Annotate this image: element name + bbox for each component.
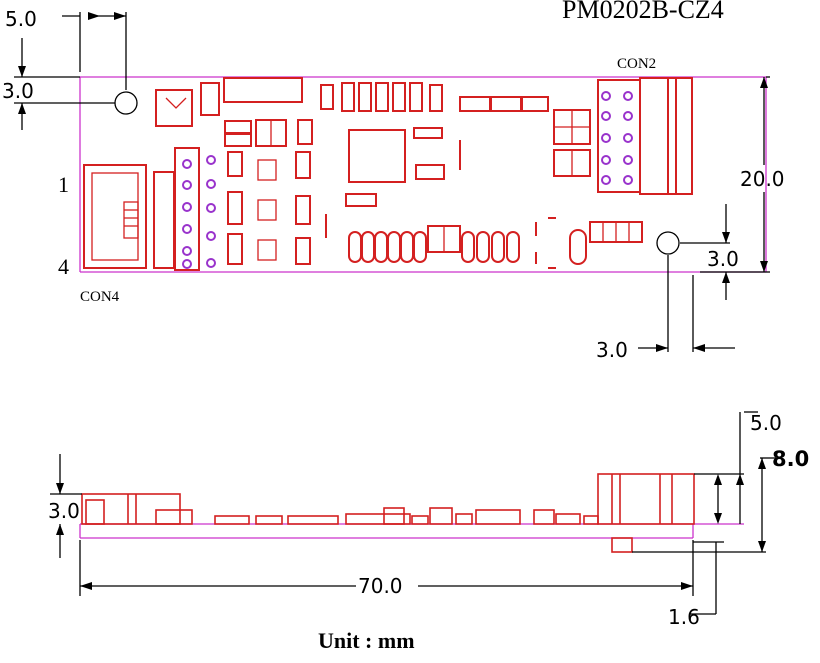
dim-hole-offset-x: 5.0 [5,7,37,31]
dim-hole-offset-y-top: 3.0 [2,79,34,103]
dim-board-length: 70.0 [358,574,403,598]
con4-connector [83,147,200,271]
top-view-dimensions: 5.0 3.0 20.0 3.0 3.0 [2,7,785,362]
side-view [79,473,744,553]
side-view-dimensions: 3.0 5.0 8.0 70.0 1.6 [48,411,809,629]
mounting-hole-left [114,91,138,115]
dim-height-right-small: 5.0 [750,411,782,435]
con2-label: CON2 [617,56,656,72]
dim-hole-offset-x-right: 3.0 [596,338,628,362]
con2-connector [597,77,693,195]
con2-housing [597,79,641,193]
mounting-hole-right [656,231,680,255]
dim-board-thickness: 1.6 [668,605,700,629]
dim-height-right-total: 8.0 [772,447,809,471]
dim-board-height: 20.0 [740,167,785,191]
con4-pins [182,155,216,269]
drawing-title: PM0202B-CZ4 [562,0,724,24]
con4-label: CON4 [80,289,120,305]
ic-chip [348,129,406,183]
dim-hole-offset-y-bottom: 3.0 [707,247,739,271]
pin-4-label: 4 [58,254,69,279]
unit-label: Unit : mm [318,628,415,653]
top-view: CON2 CON4 1 4 [58,56,767,305]
dim-height-left: 3.0 [48,499,80,523]
pin-1-label: 1 [58,172,69,197]
capacitor-row [348,221,643,265]
con4-housing [83,164,147,269]
